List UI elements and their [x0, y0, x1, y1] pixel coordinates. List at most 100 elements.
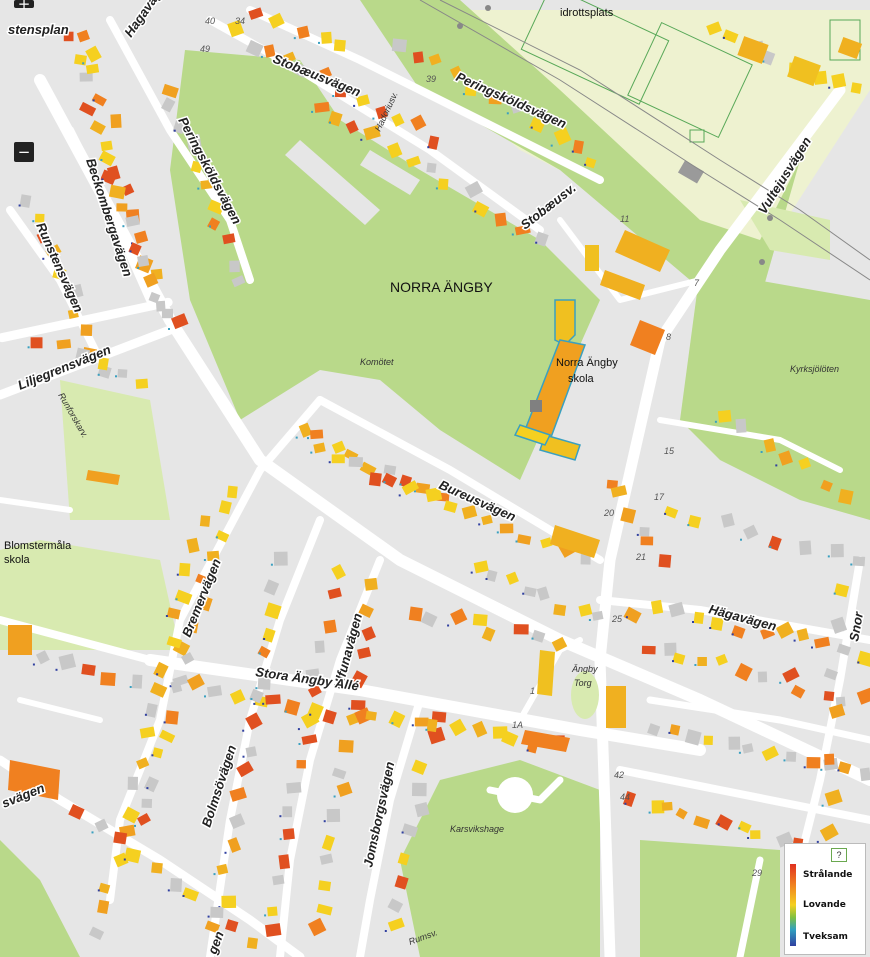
- park-kyrksjoloten: [680, 270, 870, 520]
- house-building: [741, 743, 754, 754]
- house-building: [314, 640, 325, 654]
- house-building: [273, 551, 288, 566]
- house-building: [471, 201, 490, 218]
- legend-help-button[interactable]: ?: [831, 848, 847, 862]
- house-building: [116, 203, 128, 212]
- house-building: [245, 746, 257, 758]
- house-building: [734, 662, 753, 682]
- house-shade-mark: [42, 257, 45, 260]
- house-shade-mark: [399, 483, 402, 486]
- house-building: [199, 515, 211, 527]
- house-shade-mark: [692, 621, 694, 623]
- house-building: [186, 133, 202, 150]
- house-number: 25: [611, 614, 623, 624]
- house-building: [97, 357, 109, 371]
- house-shade-mark: [694, 664, 697, 666]
- park-path-block: [285, 140, 380, 225]
- house-shade-mark: [775, 464, 778, 467]
- house-building: [540, 537, 553, 549]
- house-building: [375, 105, 388, 120]
- house-shade-mark: [530, 126, 533, 129]
- house-building: [204, 920, 221, 934]
- house-building: [651, 800, 665, 814]
- house-number: 34: [235, 16, 245, 26]
- house-building: [703, 735, 713, 746]
- poi-label-angby: Ängby: [571, 664, 598, 674]
- house-building: [464, 84, 477, 97]
- house-building: [81, 663, 96, 676]
- house-building: [97, 899, 110, 914]
- house-building: [58, 653, 77, 671]
- house-building: [672, 652, 686, 665]
- house-building: [647, 723, 661, 737]
- house-building: [836, 643, 852, 656]
- house-number: 49: [200, 44, 210, 54]
- house-building: [449, 65, 464, 81]
- house-shade-mark: [668, 731, 671, 734]
- zoom-in-button[interactable]: +: [14, 0, 34, 12]
- house-building: [859, 767, 870, 782]
- house-building: [170, 878, 183, 892]
- house-building: [123, 847, 142, 864]
- house-shade-mark: [360, 138, 363, 141]
- house-building: [824, 753, 835, 765]
- house-shade-mark: [731, 633, 734, 636]
- house-shade-mark: [383, 481, 386, 484]
- house-shade-mark: [522, 592, 525, 595]
- house-building: [735, 418, 747, 433]
- house-shade-mark: [134, 824, 136, 827]
- park-path-block-2: [360, 150, 420, 195]
- house-building: [578, 603, 593, 617]
- house-shade-mark: [255, 687, 258, 690]
- house-building: [161, 97, 176, 113]
- house-building: [830, 543, 844, 558]
- house-building: [358, 603, 374, 619]
- legend-label-high: Strålande: [803, 870, 853, 880]
- house-building: [427, 135, 440, 150]
- house-building: [796, 628, 810, 642]
- house-building: [411, 782, 427, 797]
- poi-label-torg: Torg: [574, 678, 592, 688]
- house-building: [151, 862, 163, 874]
- house-building: [485, 569, 498, 583]
- house-building: [523, 586, 537, 598]
- house-shade-mark: [636, 533, 639, 536]
- house-building: [838, 488, 854, 505]
- house-shade-mark: [411, 724, 414, 727]
- field-building: [677, 160, 705, 184]
- house-building: [282, 806, 293, 818]
- house-building: [245, 39, 264, 58]
- house-building: [661, 801, 673, 811]
- house-building: [835, 696, 846, 707]
- house-building: [833, 583, 850, 598]
- house-building: [35, 650, 50, 665]
- school-buildings: [8, 36, 863, 800]
- zoom-out-button[interactable]: −: [14, 142, 34, 162]
- house-building: [639, 527, 650, 537]
- house-building: [761, 745, 779, 762]
- angby-torg-green: [571, 671, 599, 719]
- house-building: [94, 818, 109, 833]
- house-building: [313, 442, 326, 454]
- house-number: 7: [694, 278, 700, 288]
- house-building: [206, 550, 220, 561]
- house-building: [687, 514, 702, 529]
- house-building: [125, 215, 140, 227]
- house-building: [166, 636, 182, 649]
- house-shade-mark: [328, 461, 331, 464]
- street-label-stensplan: stensplan: [8, 22, 69, 37]
- house-building: [411, 759, 428, 775]
- house-building: [717, 409, 732, 423]
- house-building: [623, 606, 642, 624]
- house-shade-mark: [625, 616, 628, 619]
- house-building: [181, 652, 195, 665]
- house-building: [161, 308, 173, 319]
- house-building: [307, 917, 327, 937]
- house-building: [222, 233, 236, 245]
- house-number: 15: [664, 446, 675, 456]
- house-shade-mark: [224, 851, 227, 854]
- house-shade-mark: [195, 605, 198, 608]
- house-building: [268, 12, 285, 29]
